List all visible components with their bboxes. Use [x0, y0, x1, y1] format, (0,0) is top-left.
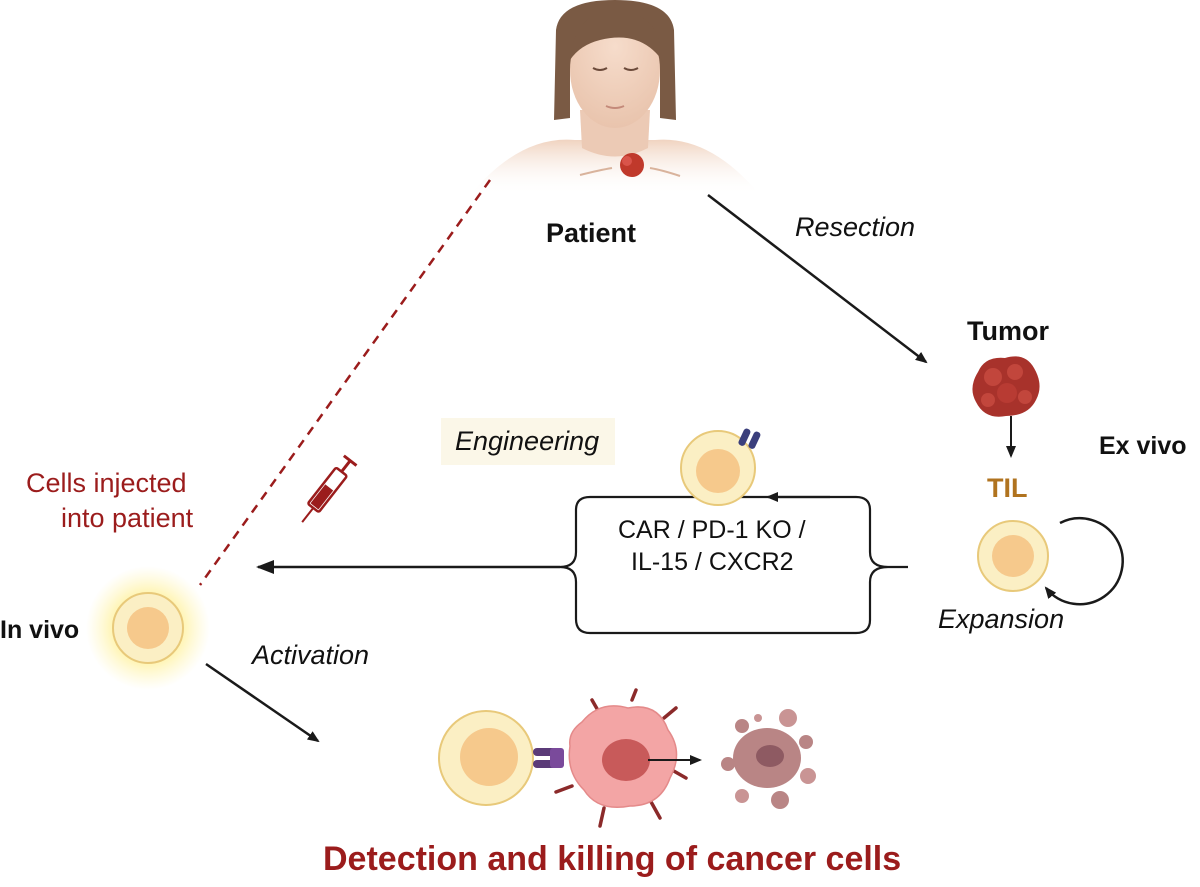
- engineered-cell-icon: [680, 430, 756, 506]
- tumor-mass-icon: [972, 356, 1040, 417]
- diagram-caption: Detection and killing of cancer cells: [323, 840, 902, 878]
- engineering-bracket: [559, 495, 908, 635]
- cancer-cell-icon: [554, 688, 688, 828]
- resection-label: Resection: [795, 212, 916, 242]
- activation-arrow: [205, 662, 320, 743]
- immune-synapse-receptor-icon: [533, 748, 564, 768]
- dead-cell-debris-icon: [721, 709, 816, 809]
- activation-label: Activation: [252, 640, 370, 670]
- til-cell-icon: [977, 520, 1049, 592]
- modifications-label-line1: CAR / PD-1 KO /: [618, 516, 806, 544]
- patient-figure-icon: [470, 0, 760, 195]
- effector-t-cell-icon: [438, 710, 534, 806]
- modifications-label-line2: IL-15 / CXCR2: [631, 548, 794, 576]
- expansion-label: Expansion: [938, 604, 1065, 634]
- ex-vivo-label: Ex vivo: [1099, 432, 1187, 460]
- injection-dashed-line: [198, 179, 492, 586]
- patient-label: Patient: [546, 218, 637, 248]
- cells-injected-label-line1: Cells injected: [26, 468, 187, 498]
- in-vivo-cell-icon: [86, 566, 210, 690]
- neck-tumor-icon: [620, 153, 644, 177]
- resection-arrow: [707, 194, 928, 364]
- expansion-loop-arrow: [1044, 517, 1124, 606]
- receptor-icon: [738, 428, 761, 449]
- til-label: TIL: [987, 473, 1028, 503]
- syringe-icon: [301, 454, 358, 523]
- tumor-label: Tumor: [967, 316, 1049, 346]
- engineering-label: Engineering: [441, 418, 616, 465]
- cells-injected-label-line2: into patient: [61, 503, 194, 533]
- in-vivo-label: In vivo: [0, 616, 80, 644]
